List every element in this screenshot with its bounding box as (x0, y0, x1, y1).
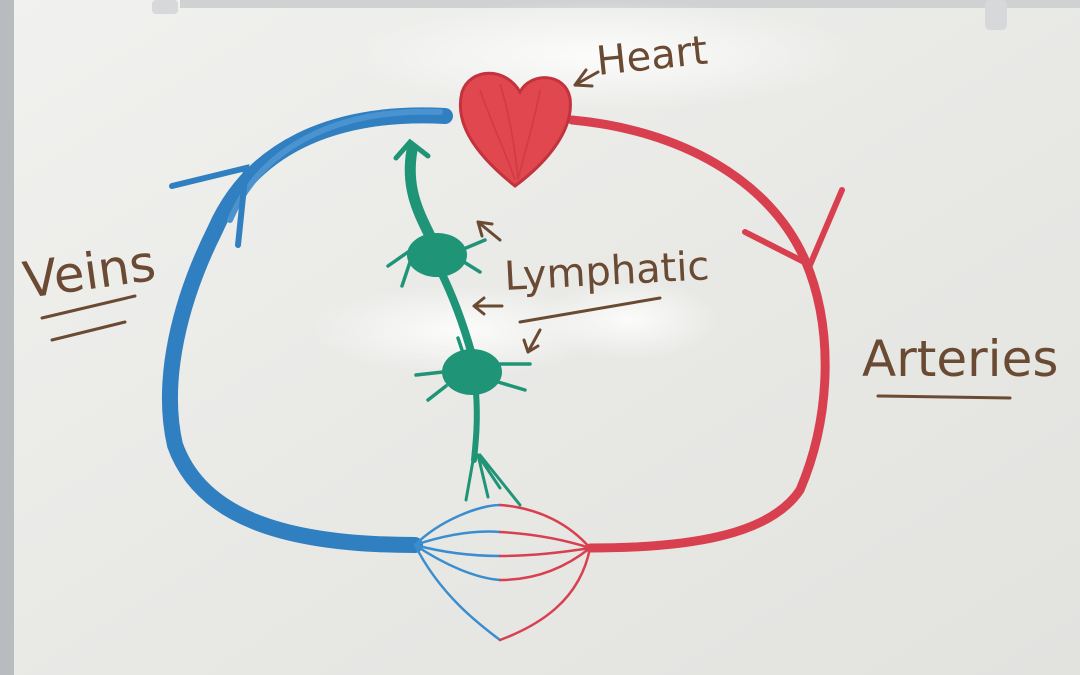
glare-right (540, 280, 720, 360)
glare-mid (310, 285, 610, 375)
vein-arrowhead (169, 164, 250, 248)
board-clip-left (152, 0, 178, 14)
heart-pointer-arrow (573, 68, 600, 88)
arteries-path (567, 115, 830, 553)
arteries-label: Arteries (862, 330, 1058, 388)
lymph-vessel-arrow (472, 296, 504, 316)
lymph-node-upper (386, 233, 487, 288)
lymph-node-lower (414, 336, 532, 402)
lymph-node-arrow-upper (476, 220, 502, 242)
capillary-bed (413, 503, 592, 642)
lymph-node-arrow-lower (522, 328, 542, 354)
lymph-arrowhead (393, 138, 431, 161)
lymphatic-vessel (404, 144, 522, 507)
heart-icon (458, 71, 572, 188)
board-left-frame (0, 0, 14, 675)
lymphatic-label: Lymphatic (503, 243, 710, 300)
board-clip-right (985, 0, 1007, 30)
artery-arrowhead (742, 187, 845, 270)
label-underlines (40, 294, 1012, 400)
